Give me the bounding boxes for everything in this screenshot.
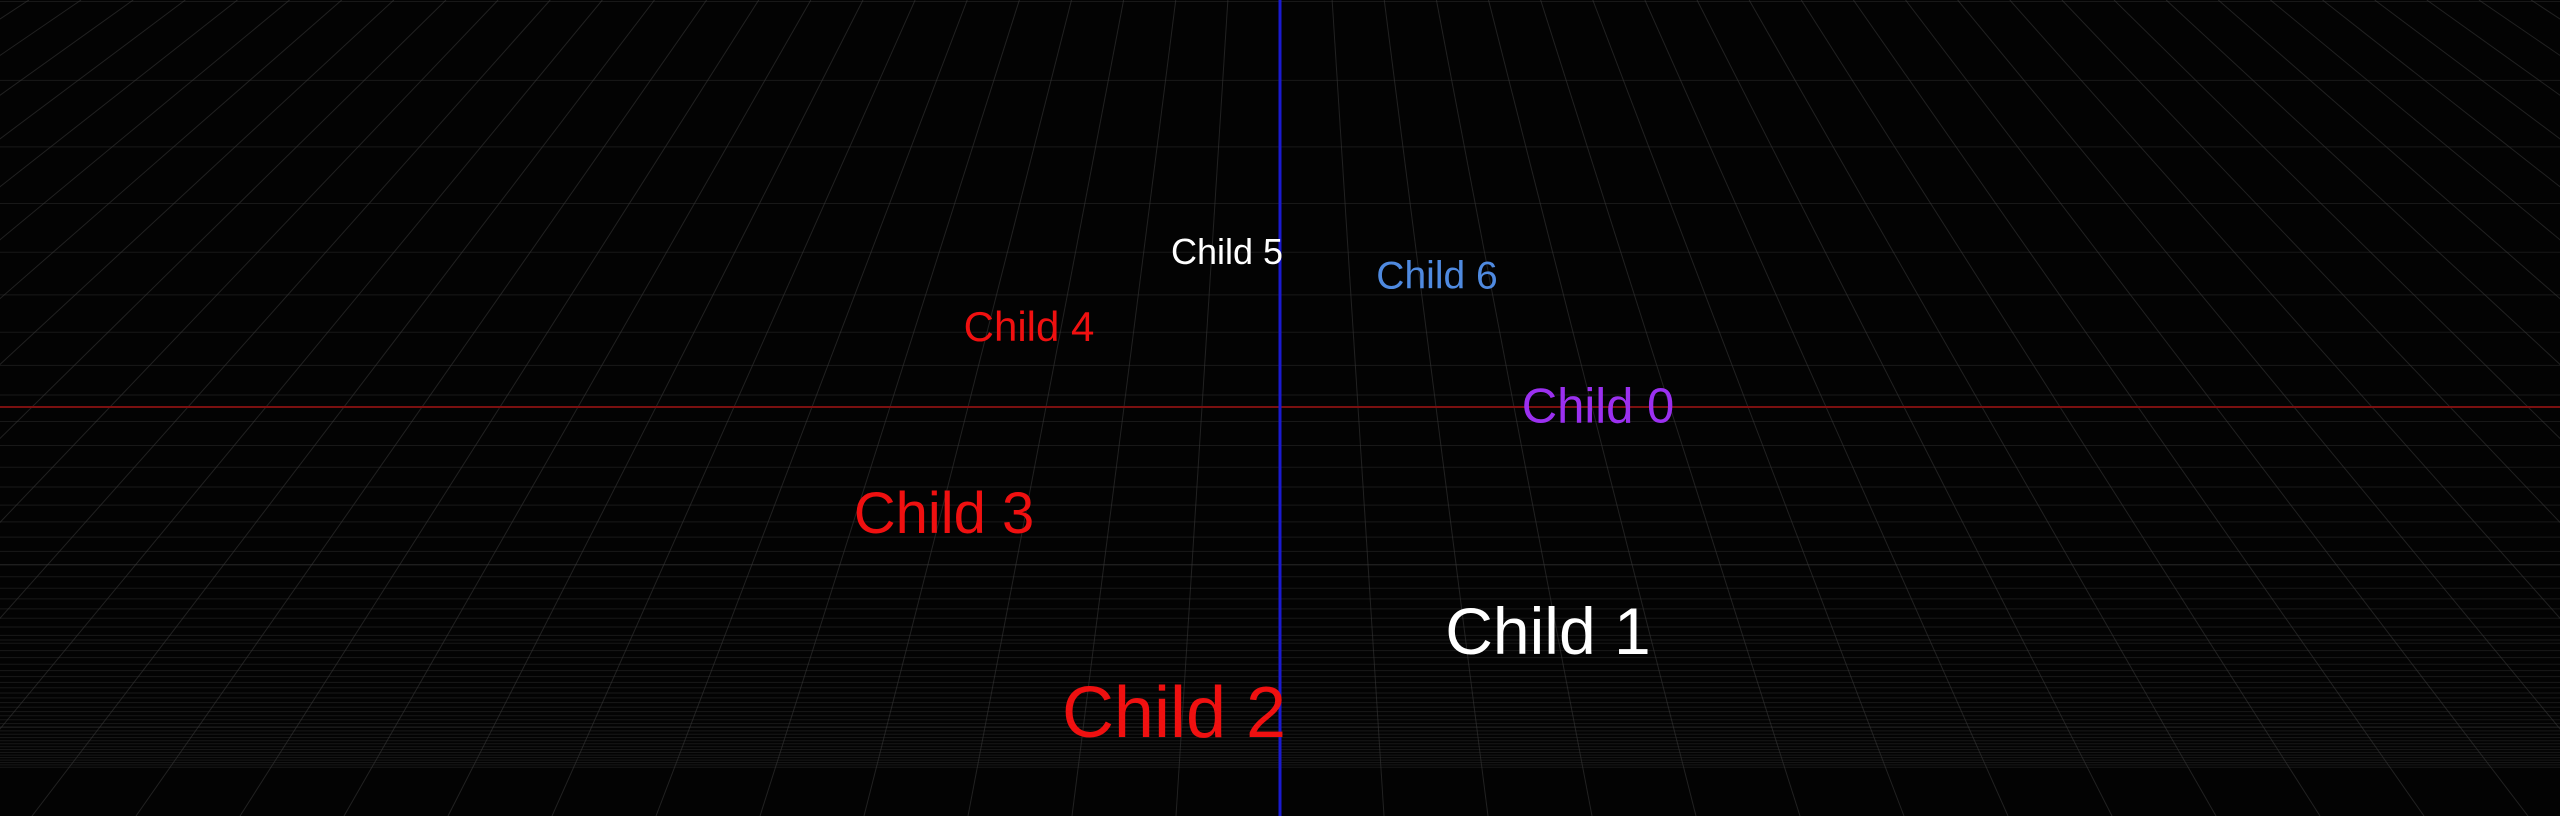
grid-line — [0, 0, 290, 241]
grid-line — [2270, 0, 2560, 241]
grid-line — [0, 0, 395, 366]
grid-line — [2217, 0, 2560, 300]
child-6-label[interactable]: Child 6 — [1376, 254, 1498, 298]
child-2-label[interactable]: Child 2 — [1061, 673, 1287, 753]
child-1-label[interactable]: Child 1 — [1445, 594, 1651, 668]
grid-line — [0, 0, 343, 300]
grid-line — [0, 0, 186, 140]
grid-line — [2165, 0, 2560, 366]
child-5-label[interactable]: Child 5 — [1170, 231, 1284, 272]
child-3-label[interactable]: Child 3 — [853, 481, 1035, 546]
grid-line — [2374, 0, 2560, 140]
grid-line — [0, 0, 238, 188]
grid-line — [2322, 0, 2560, 188]
child-0-label[interactable]: Child 0 — [1521, 379, 1675, 434]
child-4-label[interactable]: Child 4 — [963, 303, 1095, 350]
